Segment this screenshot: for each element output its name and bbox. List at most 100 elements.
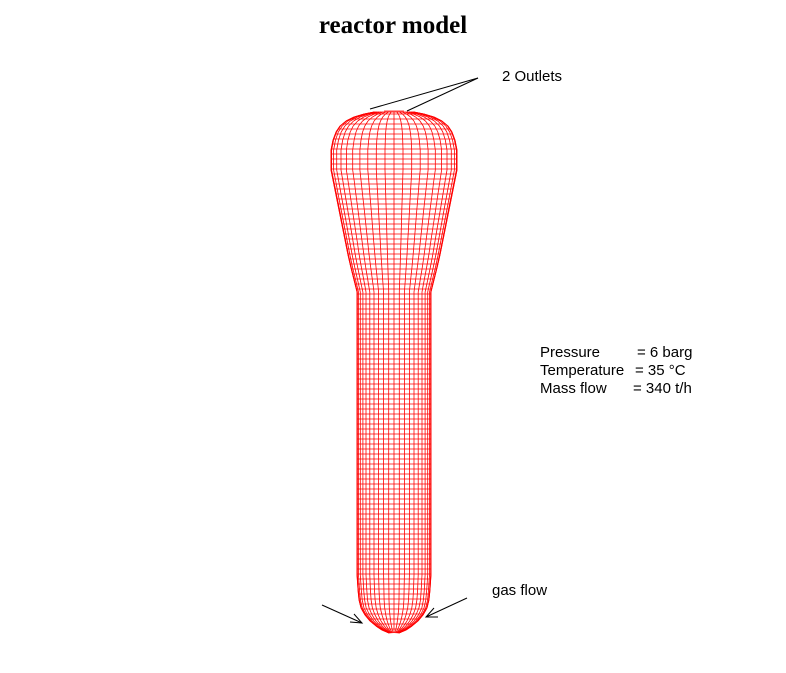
mesh-line [436, 254, 440, 269]
mesh-line [423, 574, 426, 591]
mesh-lines [330, 110, 458, 634]
mesh-line [429, 194, 433, 211]
mesh-line [330, 169, 334, 181]
mesh-line [442, 131, 446, 141]
mesh-line [433, 139, 436, 151]
mesh-line [433, 116, 443, 122]
mesh-line [377, 125, 380, 133]
mesh-line [410, 267, 413, 281]
mesh-line [370, 209, 373, 226]
mesh-line [375, 169, 378, 181]
mesh-line [439, 169, 442, 181]
mesh-line [396, 620, 398, 627]
mesh-line [405, 254, 408, 269]
mesh-line [440, 209, 445, 226]
mesh-line [426, 599, 430, 609]
mesh-line [378, 120, 381, 127]
mesh-line [362, 116, 369, 122]
mass-flow-key: Mass flow [540, 380, 607, 397]
mesh-line [340, 125, 346, 133]
mesh-line [335, 194, 340, 211]
mesh-line [439, 239, 444, 256]
mesh-line [426, 139, 429, 151]
mesh-line [346, 239, 351, 256]
mesh-line [410, 620, 417, 627]
mesh-line [426, 254, 430, 269]
mesh-line [454, 139, 458, 151]
mesh-line [354, 254, 359, 269]
mesh-line [348, 254, 352, 269]
mesh-line [425, 599, 428, 609]
mesh-line [409, 279, 411, 289]
mesh-line [355, 279, 358, 289]
mesh-line [383, 599, 386, 609]
mesh-line [377, 614, 382, 622]
mesh-line [352, 209, 356, 226]
mesh-line [427, 589, 429, 601]
mesh-line [409, 607, 413, 616]
mesh-line [336, 125, 341, 133]
mesh-line [414, 224, 416, 241]
mesh-line [347, 131, 351, 141]
mesh-line [374, 589, 376, 601]
mesh-line [351, 254, 356, 269]
mesh-line [355, 287, 358, 293]
mesh-line [332, 179, 337, 196]
mesh-line [360, 607, 366, 616]
mesh-line [446, 179, 450, 196]
mesh-line [407, 224, 410, 241]
mesh-line [355, 194, 359, 211]
mesh-line [449, 139, 452, 151]
mesh-line [372, 279, 374, 289]
mesh-line [442, 179, 446, 196]
mesh-line [338, 131, 342, 141]
outlet-pointer-left [369, 77, 479, 110]
mesh-line [397, 113, 401, 118]
mesh-line [380, 625, 386, 631]
mesh-line [423, 113, 435, 118]
mesh-line [364, 120, 369, 127]
mesh-line [432, 116, 441, 122]
mesh-line [403, 614, 407, 622]
mesh-line [368, 131, 371, 141]
mesh-line [360, 113, 369, 118]
mesh-line [434, 125, 439, 133]
mesh-line [407, 120, 410, 127]
mesh-line [405, 625, 413, 631]
mesh-line [365, 574, 368, 591]
mesh-line [330, 139, 334, 151]
mesh-line [437, 131, 441, 141]
mesh-line [416, 194, 419, 211]
mesh-line [410, 169, 413, 181]
mesh-line [412, 607, 416, 616]
mesh-line [439, 139, 442, 151]
mesh-line [420, 224, 423, 241]
mesh-line [359, 287, 361, 293]
mesh-line [357, 209, 361, 226]
mesh-line [340, 169, 344, 181]
mesh-line [342, 224, 346, 241]
mesh-line [386, 625, 390, 631]
mesh-line [375, 139, 378, 151]
mesh-line [418, 599, 421, 609]
mesh-line [363, 254, 367, 269]
mesh-line [447, 125, 453, 133]
mesh-line [348, 120, 354, 127]
mesh-line [342, 131, 346, 141]
mesh-line [361, 239, 365, 256]
mesh-line [439, 239, 443, 256]
mesh-line [360, 131, 363, 141]
mesh-line [364, 599, 367, 609]
mesh-line [368, 287, 371, 293]
mesh-line [408, 589, 410, 601]
mesh-line [373, 116, 378, 122]
mesh-line [372, 224, 374, 241]
mesh-line [419, 113, 428, 118]
mesh-line [383, 620, 387, 627]
mesh-line [421, 287, 424, 293]
mesh-line [353, 116, 361, 122]
mesh-line [360, 599, 363, 609]
mesh-line [377, 620, 383, 627]
mesh-line [350, 267, 355, 281]
